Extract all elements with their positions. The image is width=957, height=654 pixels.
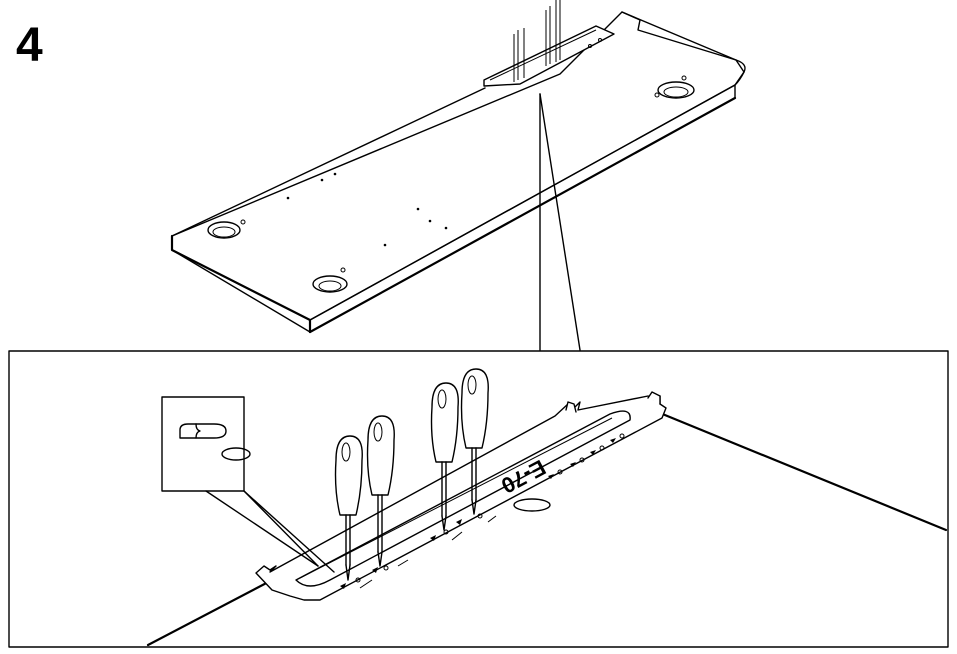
template-small	[483, 0, 615, 87]
cam-hole-bottom	[312, 267, 348, 293]
screwdriver-2	[366, 415, 395, 567]
screwdriver-icon	[334, 368, 489, 581]
screwdriver-1	[334, 435, 363, 581]
board-overview	[170, 0, 746, 334]
cam-hole-right	[654, 75, 695, 99]
screwdriver-4	[460, 368, 489, 515]
shelf-board	[171, 11, 745, 321]
zoom-callout	[539, 93, 581, 351]
screwdriver-3	[430, 382, 459, 531]
step-number: 4	[16, 19, 43, 72]
cam-hole-left	[207, 219, 246, 239]
drilling-template: E-70	[255, 391, 667, 601]
detail-frame	[8, 350, 949, 648]
board-edge-detail	[146, 411, 948, 647]
template-marks	[340, 433, 625, 589]
pilot-holes	[286, 172, 448, 247]
inset-box	[161, 396, 335, 573]
hole-icon	[179, 423, 251, 461]
